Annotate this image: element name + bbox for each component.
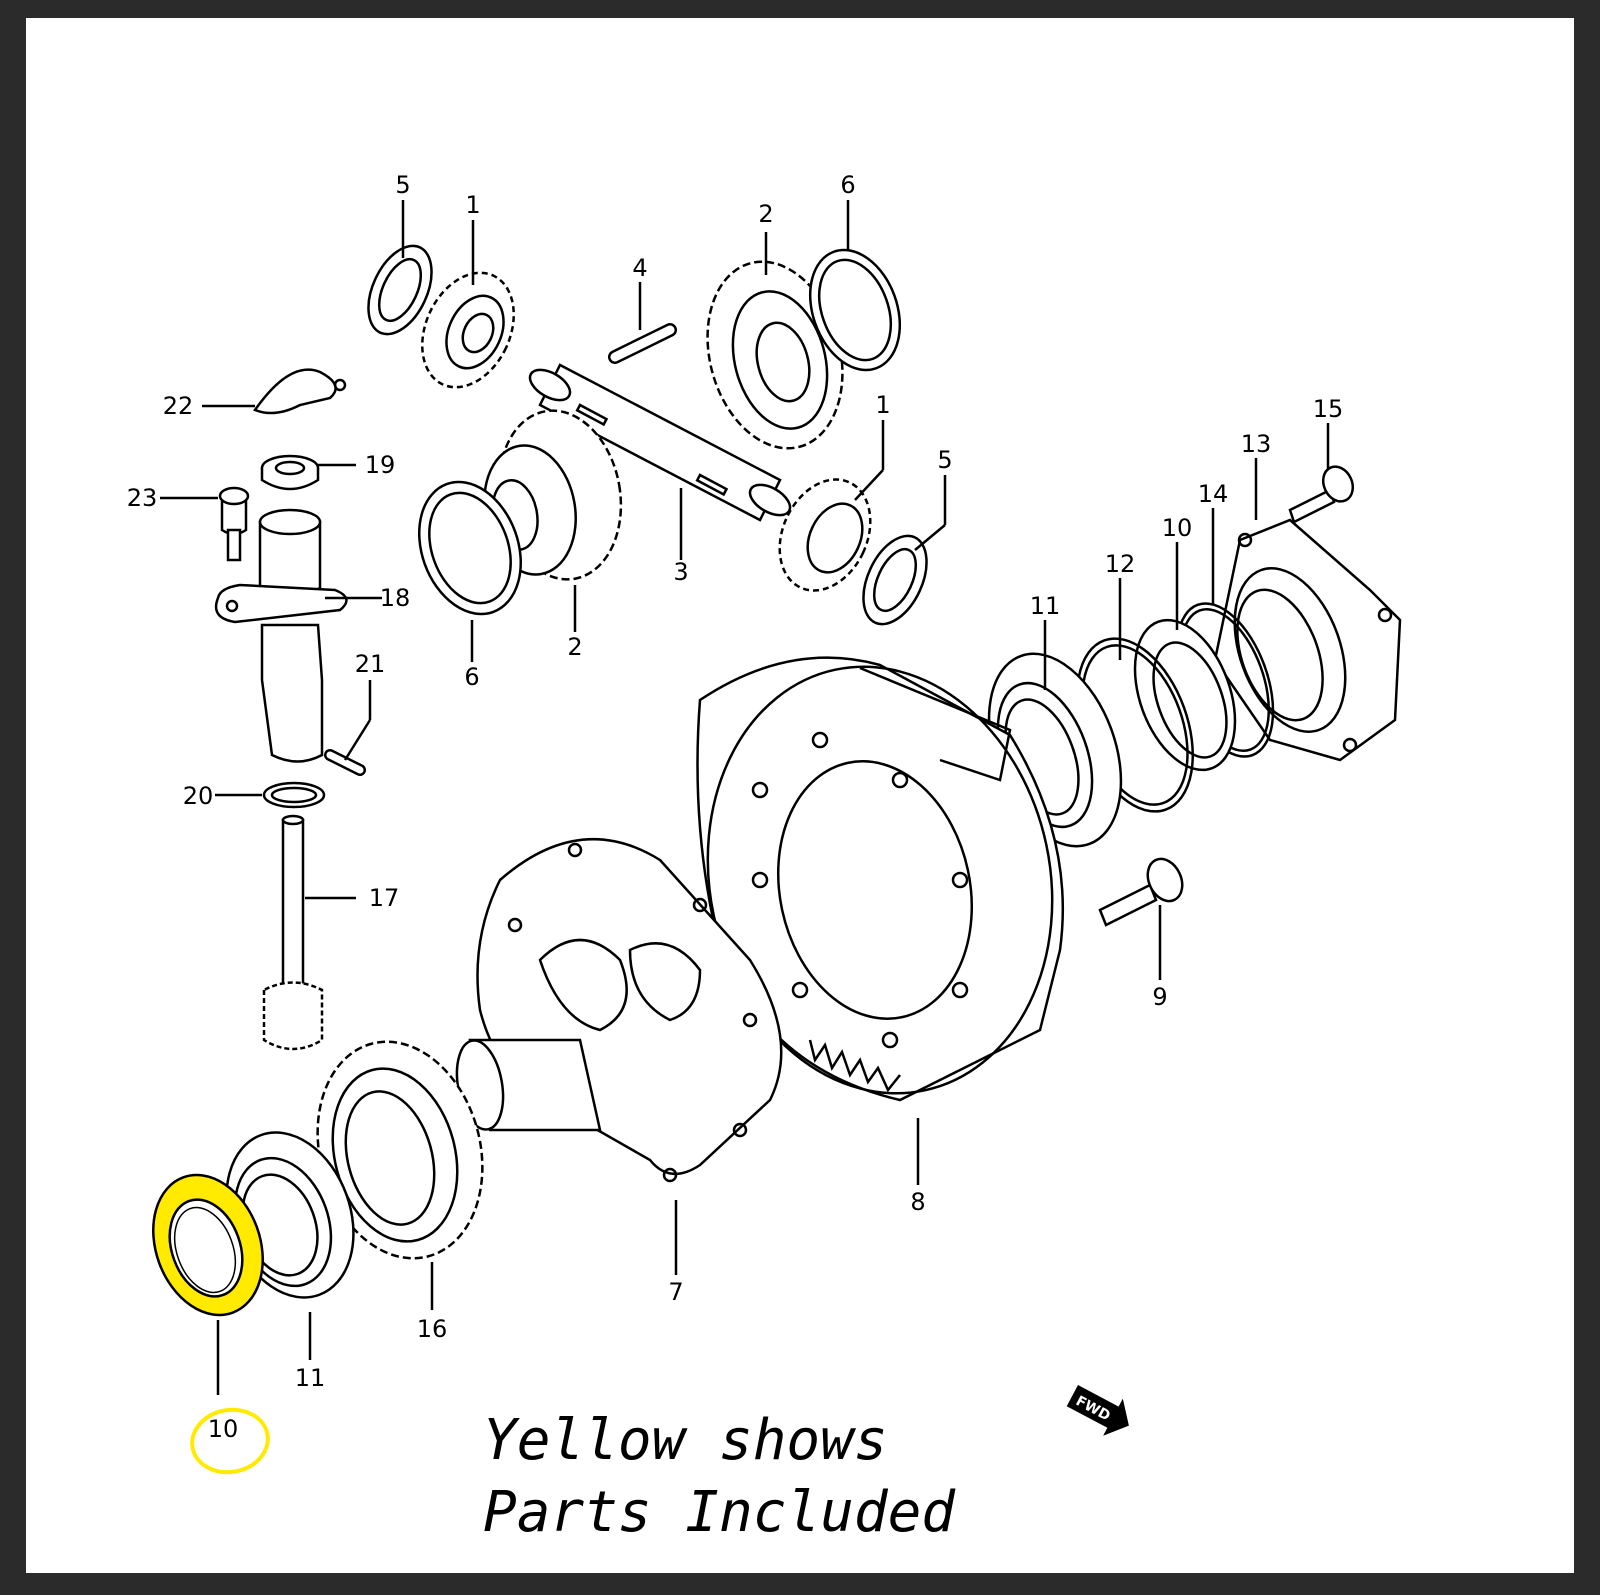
- label-5-right: 5: [937, 446, 952, 474]
- label-2-top: 2: [758, 200, 773, 228]
- fwd-arrow-icon: FWD: [1066, 1385, 1129, 1436]
- part-pin-4[interactable]: [608, 323, 677, 364]
- part-washer-5-top[interactable]: [356, 236, 445, 344]
- label-10-highlighted: 10: [208, 1415, 239, 1443]
- highlight-circle: [190, 1407, 270, 1475]
- label-5-top: 5: [395, 171, 410, 199]
- label-23: 23: [127, 484, 158, 512]
- part-final-gear-8[interactable]: [669, 634, 1091, 1125]
- part-side-gear-2-top[interactable]: [688, 246, 863, 463]
- caption-line-2: Parts Included: [483, 1480, 956, 1545]
- label-11-right: 11: [1030, 592, 1061, 620]
- caption-line-1: Yellow shows: [483, 1408, 888, 1473]
- label-15: 15: [1313, 395, 1344, 423]
- part-oil-seal-10-highlighted[interactable]: [135, 1160, 282, 1331]
- part-pin-21[interactable]: [324, 749, 366, 776]
- label-7: 7: [668, 1278, 683, 1306]
- label-1-top: 1: [465, 191, 480, 219]
- part-o-ring-20[interactable]: [262, 781, 326, 809]
- part-washer-5-right[interactable]: [851, 526, 940, 634]
- label-8: 8: [910, 1188, 925, 1216]
- part-driven-gear-case-18[interactable]: [214, 508, 348, 763]
- part-pinion-gear-1-right[interactable]: [762, 465, 887, 606]
- part-differential-case-7[interactable]: [451, 837, 783, 1183]
- label-3: 3: [673, 558, 688, 586]
- part-pinion-shaft-3[interactable]: [525, 363, 795, 522]
- label-20: 20: [183, 782, 214, 810]
- label-11-left: 11: [295, 1364, 326, 1392]
- label-1-right: 1: [875, 391, 890, 419]
- label-14: 14: [1198, 480, 1229, 508]
- leader-lines: [160, 200, 1330, 1395]
- label-13: 13: [1241, 430, 1272, 458]
- part-bolt-23[interactable]: [218, 486, 250, 562]
- part-pinion-gear-1-top[interactable]: [405, 258, 532, 402]
- label-19: 19: [365, 451, 396, 479]
- label-2-bottom: 2: [567, 633, 582, 661]
- part-washer-6-bottom[interactable]: [402, 468, 539, 629]
- part-oil-seal-10-right[interactable]: [1116, 606, 1254, 783]
- part-speedometer-driven-gear-17[interactable]: [262, 814, 324, 1051]
- part-drive-gear-16[interactable]: [294, 1023, 505, 1277]
- label-6-bottom: 6: [464, 663, 479, 691]
- label-21: 21: [355, 650, 386, 678]
- part-oil-seal-19[interactable]: [260, 454, 320, 491]
- label-18: 18: [380, 584, 411, 612]
- part-spring-clip-22[interactable]: [253, 368, 347, 415]
- part-retainer-13[interactable]: [1213, 518, 1402, 762]
- label-17: 17: [369, 884, 400, 912]
- callout-labels: 5 1 2 6 4 22 19 23 18 21 20 17 3 2 6 1 5…: [127, 171, 1344, 1443]
- label-4: 4: [632, 254, 647, 282]
- part-washer-6-top[interactable]: [794, 237, 915, 382]
- label-22: 22: [163, 392, 194, 420]
- label-6-top: 6: [840, 171, 855, 199]
- label-16: 16: [417, 1315, 448, 1343]
- label-9: 9: [1152, 983, 1167, 1011]
- part-bolt-15[interactable]: [1288, 462, 1358, 524]
- part-bolt-9[interactable]: [1098, 853, 1189, 927]
- label-10-right: 10: [1162, 514, 1193, 542]
- label-12: 12: [1105, 550, 1136, 578]
